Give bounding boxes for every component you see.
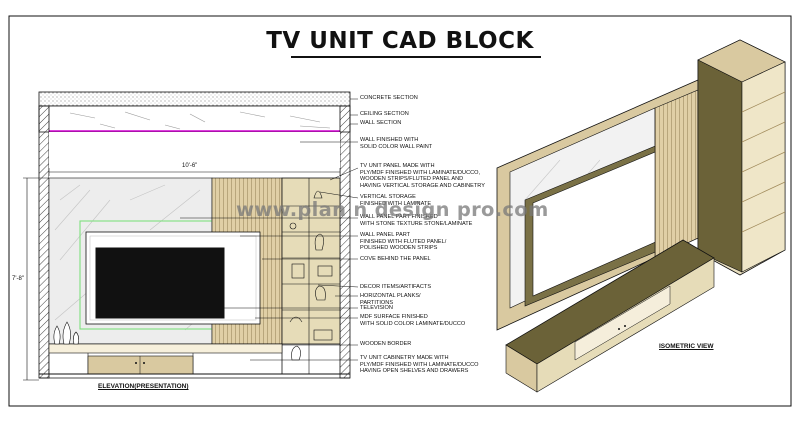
left-wall-section bbox=[38, 105, 50, 379]
callout-label: HORIZONTAL PLANKS/ PARTITIONS bbox=[360, 293, 421, 306]
watermark: www.plan n design pro.com bbox=[236, 198, 549, 221]
concrete-section bbox=[38, 91, 351, 107]
callout-label: TV UNIT PANEL MADE WITH PLY/MDF FINISHED… bbox=[360, 163, 485, 189]
television bbox=[95, 247, 225, 319]
page-title: TV UNIT CAD BLOCK bbox=[266, 28, 534, 54]
callout-label: CONCRETE SECTION bbox=[360, 95, 418, 101]
callout-label: WOODEN BORDER bbox=[360, 341, 412, 347]
iso-fluted-panel bbox=[654, 89, 699, 259]
storage-shelves bbox=[282, 205, 340, 311]
callout-label: WALL PANEL PART FINISHED WITH FLUTED PAN… bbox=[360, 232, 447, 252]
callout-label: WALL FINISHED WITH SOLID COLOR WALL PAIN… bbox=[360, 137, 433, 150]
callout-label: TV UNIT CABINETRY MADE WITH PLY/MDF FINI… bbox=[360, 355, 479, 375]
vertical-storage bbox=[281, 177, 341, 345]
decor-items bbox=[289, 190, 333, 361]
callout-label: CEILING SECTION bbox=[360, 111, 409, 117]
callout-label: COVE BEHIND THE PANEL bbox=[360, 256, 431, 262]
ceiling-texture bbox=[69, 111, 331, 130]
leader-lines bbox=[180, 98, 359, 361]
isometric-caption: ISOMETRIC VIEW bbox=[659, 343, 714, 350]
callout-label: WALL SECTION bbox=[360, 120, 402, 126]
callout-label: WALL PANEL PART FINISHED WITH STONE TEXT… bbox=[360, 214, 473, 227]
title-underline bbox=[291, 56, 541, 58]
elevation-view bbox=[23, 91, 359, 381]
callout-label: TELEVISION bbox=[360, 305, 393, 311]
ceiling-section bbox=[38, 105, 351, 133]
right-wall-section bbox=[339, 105, 351, 379]
elevation-caption: ELEVATION(PRESENTATION) bbox=[98, 383, 189, 390]
vases bbox=[53, 321, 79, 345]
height-dimension: 7'-8" bbox=[12, 276, 24, 282]
width-dimension: 10'-6" bbox=[182, 163, 198, 169]
callout-label: VERTICAL STORAGE FINISHED WITH LAMINATE bbox=[360, 194, 432, 207]
sheet-border bbox=[8, 15, 792, 407]
isometric-view bbox=[496, 39, 786, 393]
cabinet-drawers bbox=[87, 355, 194, 375]
callout-label: MDF SURFACE FINISHED WITH SOLID COLOR LA… bbox=[360, 314, 466, 327]
callout-label: DECOR ITEMS/ARTIFACTS bbox=[360, 284, 432, 290]
